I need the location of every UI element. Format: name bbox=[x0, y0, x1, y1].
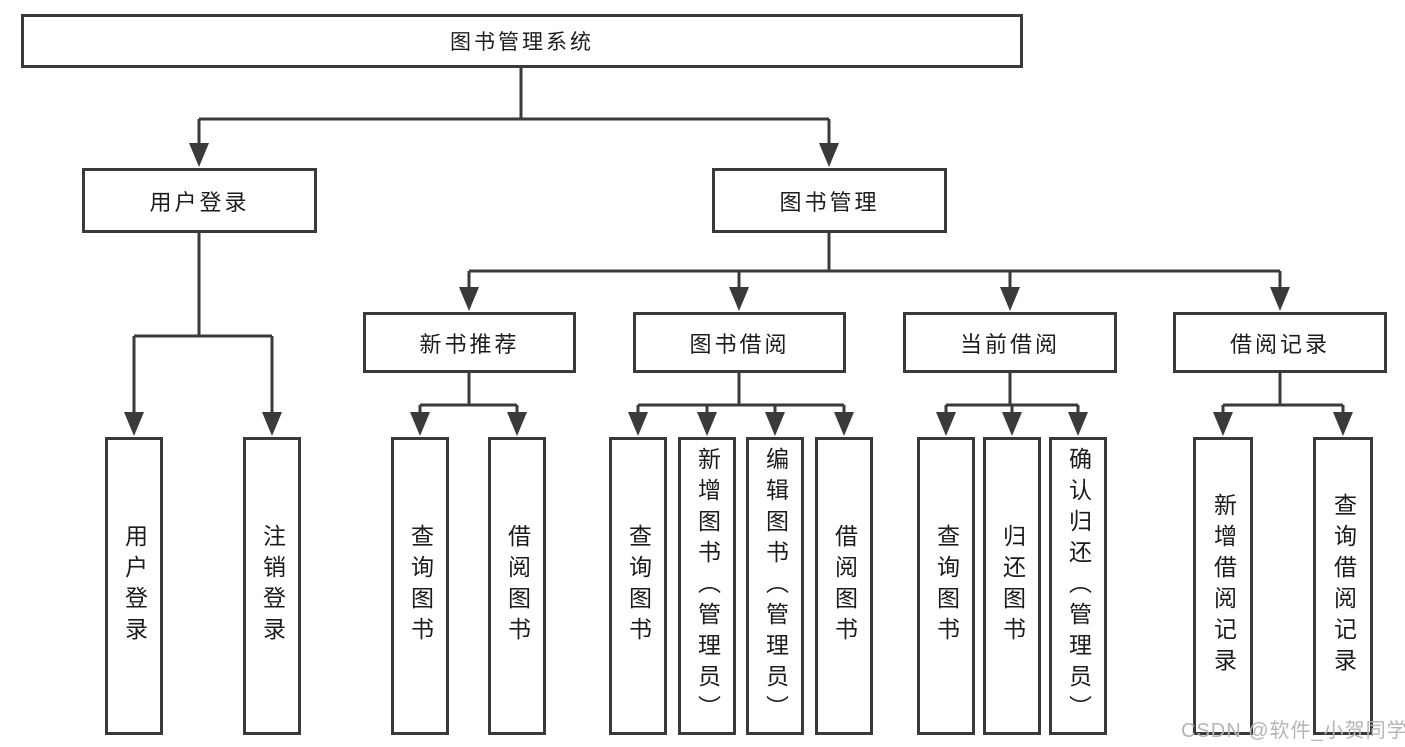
arrowheads bbox=[124, 143, 1353, 436]
csdn-watermark: CSDN @软件_小贺同学 bbox=[1181, 720, 1405, 742]
node-borrow-records-label: 借阅记录 bbox=[1229, 331, 1330, 357]
leaf-borrow-edit-books-admin: 编辑图书（管理员） bbox=[746, 437, 804, 735]
leaf-logout-label: 注销登录 bbox=[259, 524, 286, 648]
leaf-borrow-add-books-admin-label: 新增图书（管理员） bbox=[694, 446, 721, 726]
leaf-borrow-borrow-books-label: 借阅图书 bbox=[831, 524, 858, 648]
leaf-user-login: 用户登录 bbox=[105, 437, 163, 735]
leaf-newbook-query-books: 查询图书 bbox=[391, 437, 449, 735]
leaf-records-add-record-label: 新增借阅记录 bbox=[1210, 493, 1237, 679]
leaf-current-return-books-label: 归还图书 bbox=[999, 524, 1026, 648]
node-book-borrowing: 图书借阅 bbox=[633, 312, 846, 373]
node-new-book-recommend: 新书推荐 bbox=[363, 312, 576, 373]
node-borrow-records: 借阅记录 bbox=[1173, 312, 1387, 373]
leaf-borrow-edit-books-admin-label: 编辑图书（管理员） bbox=[762, 446, 789, 726]
leaf-current-confirm-return-admin: 确认归还（管理员） bbox=[1049, 437, 1107, 735]
leaf-current-confirm-return-admin-label: 确认归还（管理员） bbox=[1065, 446, 1092, 726]
leaf-newbook-borrow-books: 借阅图书 bbox=[488, 437, 546, 735]
root-node-library-system: 图书管理系统 bbox=[21, 14, 1023, 68]
node-book-management-label: 图书管理 bbox=[779, 189, 880, 215]
node-current-borrowing: 当前借阅 bbox=[903, 312, 1117, 373]
leaf-borrow-add-books-admin: 新增图书（管理员） bbox=[678, 437, 736, 735]
leaf-newbook-query-books-label: 查询图书 bbox=[407, 524, 434, 648]
leaf-user-login-label: 用户登录 bbox=[121, 524, 148, 648]
node-user-login: 用户登录 bbox=[82, 168, 317, 233]
leaf-newbook-borrow-books-label: 借阅图书 bbox=[504, 524, 531, 648]
node-book-management: 图书管理 bbox=[712, 168, 947, 233]
node-current-borrowing-label: 当前借阅 bbox=[959, 331, 1060, 357]
leaf-logout: 注销登录 bbox=[243, 437, 301, 735]
leaf-current-query-books: 查询图书 bbox=[917, 437, 975, 735]
node-user-login-label: 用户登录 bbox=[149, 189, 250, 215]
leaf-borrow-query-books: 查询图书 bbox=[609, 437, 667, 735]
leaf-borrow-borrow-books: 借阅图书 bbox=[815, 437, 873, 735]
leaf-current-return-books: 归还图书 bbox=[983, 437, 1041, 735]
leaf-borrow-query-books-label: 查询图书 bbox=[625, 524, 652, 648]
node-new-book-recommend-label: 新书推荐 bbox=[419, 331, 520, 357]
root-node-label: 图书管理系统 bbox=[450, 31, 594, 54]
leaf-records-query-record: 查询借阅记录 bbox=[1313, 437, 1373, 735]
node-book-borrowing-label: 图书借阅 bbox=[689, 331, 790, 357]
connector-strokes bbox=[132, 68, 1345, 420]
leaf-records-query-record-label: 查询借阅记录 bbox=[1330, 493, 1357, 679]
leaf-records-add-record: 新增借阅记录 bbox=[1193, 437, 1253, 735]
leaf-current-query-books-label: 查询图书 bbox=[933, 524, 960, 648]
